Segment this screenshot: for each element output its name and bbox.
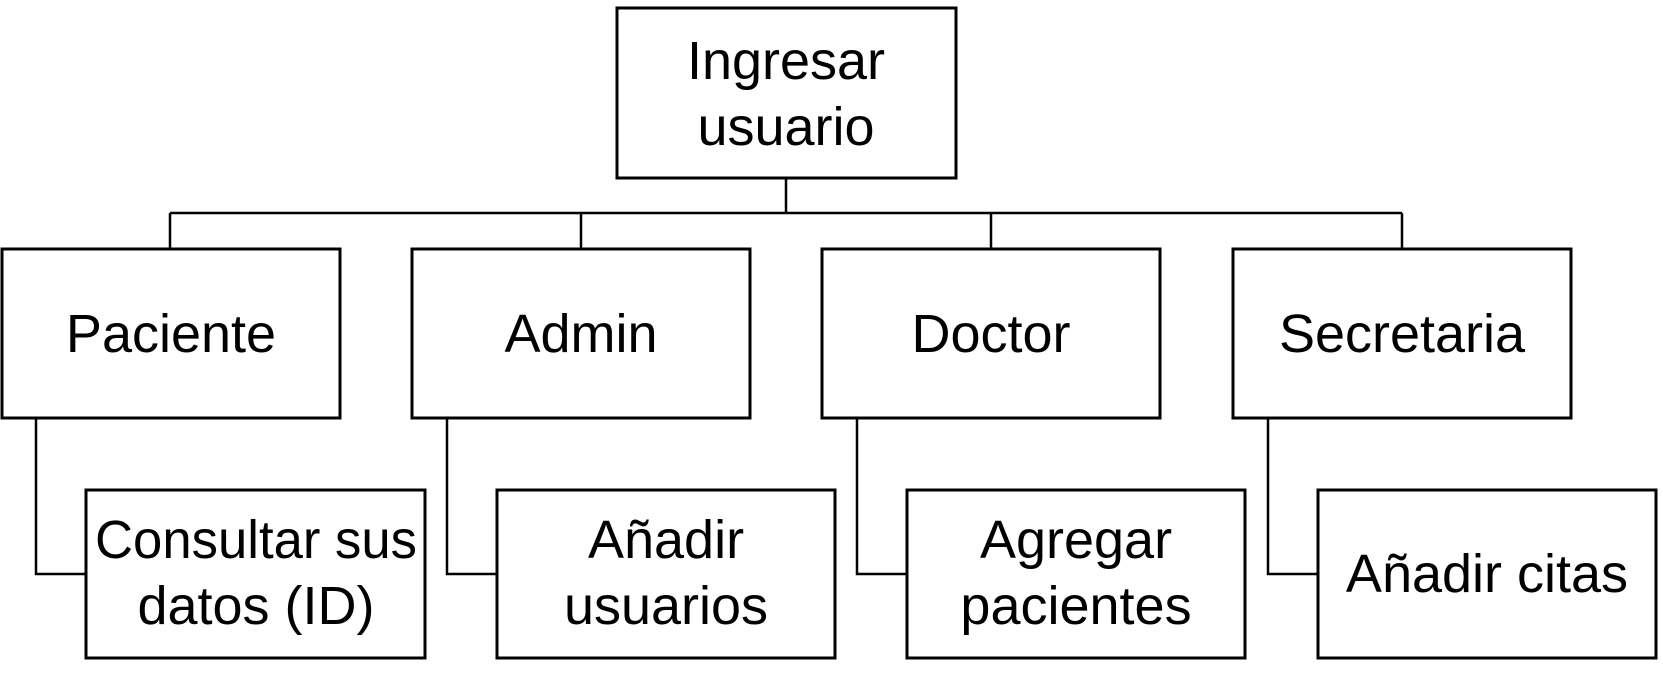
- node-label: Admin: [504, 304, 657, 364]
- node-anadir-citas: Añadir citas: [1316, 488, 1658, 660]
- node-label-line: usuario: [697, 97, 874, 157]
- node-consultar-datos: Consultar sus datos (ID): [84, 488, 427, 660]
- node-label: Secretaria: [1279, 304, 1526, 364]
- node-anadir-usuarios: Añadir usuarios: [495, 488, 837, 660]
- connector-child-1: [34, 418, 86, 576]
- node-label-line: usuarios: [564, 576, 768, 636]
- connector-child-4: [1266, 418, 1318, 576]
- connector-child-3: [855, 418, 907, 576]
- node-label-line: Añadir: [588, 510, 744, 570]
- connector-child-2: [445, 418, 497, 576]
- node-label-line: Ingresar: [687, 31, 885, 91]
- node-agregar-pacientes: Agregar pacientes: [905, 488, 1247, 660]
- node-label-line: datos (ID): [137, 576, 374, 636]
- node-doctor: Doctor: [820, 247, 1162, 420]
- node-label-line: pacientes: [960, 576, 1191, 636]
- node-label-line: Consultar sus: [95, 510, 417, 570]
- node-label: Doctor: [911, 304, 1070, 364]
- node-secretaria: Secretaria: [1231, 247, 1573, 420]
- node-paciente: Paciente: [0, 247, 342, 420]
- node-admin: Admin: [410, 247, 752, 420]
- node-label: Añadir citas: [1346, 544, 1628, 604]
- node-label: Paciente: [66, 304, 276, 364]
- node-ingresar-usuario: Ingresar usuario: [615, 6, 958, 180]
- node-label-line: Agregar: [980, 510, 1172, 570]
